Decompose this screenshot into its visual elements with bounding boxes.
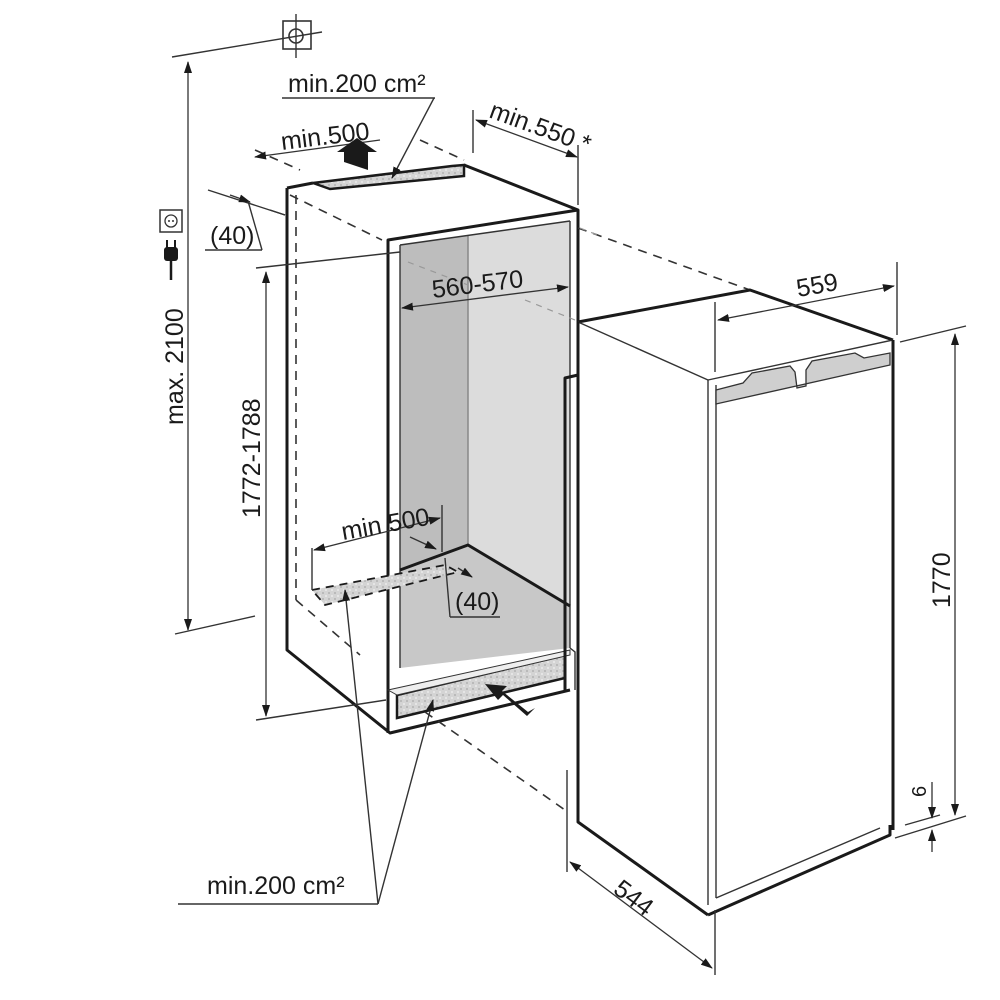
niche-side-wall xyxy=(400,235,468,570)
airflow-arrow-in-icon xyxy=(485,684,535,716)
niche-height-label: 1772-1788 xyxy=(238,398,266,518)
top-vent-area-label: min.200 cm² xyxy=(288,70,426,98)
appliance-width-dimension xyxy=(717,284,895,322)
appliance-depth-dimension xyxy=(569,861,713,969)
refrigerator-appliance xyxy=(576,288,895,917)
airflow-arrow-up-icon xyxy=(337,138,377,170)
niche-depth-label: min.550 * xyxy=(486,96,595,159)
appliance-height-label: 1770 xyxy=(928,552,956,608)
bottom-vent-width-dimension xyxy=(313,516,441,552)
top-vent-offset-label: (40) xyxy=(210,222,254,250)
socket-icon xyxy=(159,209,183,233)
ceiling-fixture-icon xyxy=(171,14,323,58)
niche-back-wall xyxy=(468,221,570,606)
max-height-label: max. 2100 xyxy=(161,308,189,425)
niche-depth-dimension xyxy=(475,119,578,158)
top-vent-grille xyxy=(312,163,466,191)
bottom-vent-offset-label: (40) xyxy=(455,588,499,616)
niche-width-dimension xyxy=(401,284,569,311)
bottom-vent-area-label: min.200 cm² xyxy=(207,872,345,900)
door-handle-recess xyxy=(715,352,891,405)
plinth-gap-label: 6 xyxy=(909,786,931,797)
appliance-depth-label: 544 xyxy=(608,874,658,922)
niche-cabinet xyxy=(285,163,580,735)
plug-icon xyxy=(164,240,178,280)
